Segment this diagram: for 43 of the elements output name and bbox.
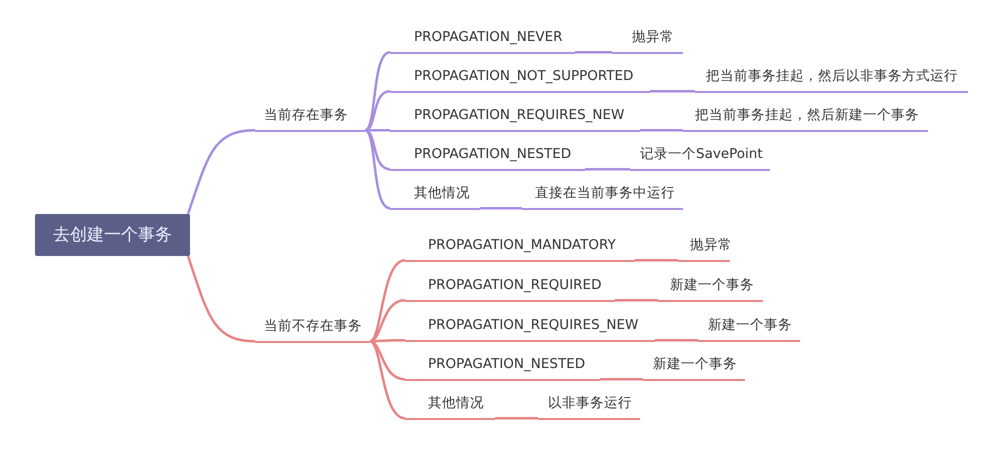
topic-label: 抛异常 <box>612 28 683 54</box>
branch-line <box>480 207 522 210</box>
topic-label: 其他情况 <box>390 184 480 210</box>
branch-line <box>635 259 678 262</box>
branch-line <box>364 129 390 210</box>
topic-label: PROPAGATION_REQUIRES_NEW <box>405 316 655 342</box>
topic-label: PROPAGATION_NOT_SUPPORTED <box>390 67 650 92</box>
root-topic-box: 去创建一个事务 <box>35 214 190 256</box>
topic-label: PROPAGATION_MANDATORY <box>405 236 635 262</box>
branch-line <box>186 256 256 342</box>
branch-line <box>364 129 390 170</box>
topic-label: 抛异常 <box>678 236 730 262</box>
branch-line <box>364 51 390 132</box>
topic-label: 把当前事务挂起，然后以非事务方式运行 <box>695 67 968 92</box>
branch-line <box>600 378 643 380</box>
branch-line <box>615 299 658 302</box>
topic-label: PROPAGATION_NESTED <box>405 355 600 380</box>
branch-line <box>575 51 612 54</box>
topic-label: 把当前事务挂起，然后新建一个事务 <box>683 106 928 132</box>
topic-label: PROPAGATION_NESTED <box>390 145 585 170</box>
topic-label: 直接在当前事务中运行 <box>522 184 683 210</box>
topic-label: 新建一个事务 <box>698 316 800 342</box>
topic-label: 当前存在事务 <box>255 106 365 132</box>
branch-line <box>370 299 406 342</box>
branch-line <box>655 339 698 342</box>
branch-line <box>370 340 406 380</box>
topic-label: 新建一个事务 <box>643 355 745 380</box>
branch-line <box>650 90 695 92</box>
topic-label: PROPAGATION_REQUIRED <box>405 276 615 302</box>
branch-line <box>495 417 538 420</box>
branch-line <box>640 129 683 132</box>
topic-label: PROPAGATION_NEVER <box>390 28 575 54</box>
topic-label: 其他情况 <box>405 394 495 420</box>
branch-line <box>369 259 406 342</box>
branch-line <box>364 90 390 132</box>
topic-label: 新建一个事务 <box>658 276 763 302</box>
branch-line <box>585 168 630 170</box>
topic-label: 记录一个SavePoint <box>630 145 770 170</box>
topic-label: 以非事务运行 <box>538 394 640 420</box>
topic-label: PROPAGATION_REQUIRES_NEW <box>390 106 640 132</box>
branch-line <box>369 340 406 420</box>
topic-label: 当前不存在事务 <box>255 317 370 342</box>
branch-line <box>186 129 256 214</box>
